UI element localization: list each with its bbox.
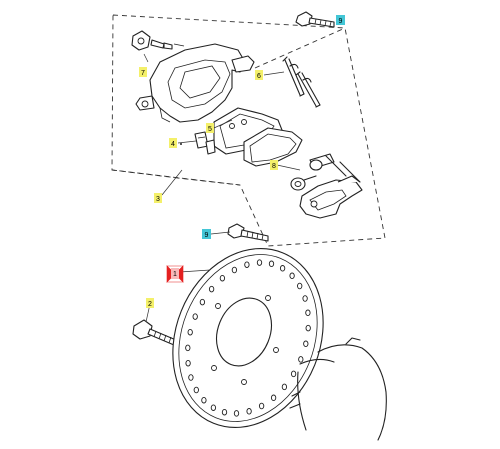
brake-disc — [172, 247, 324, 429]
vent-hole — [221, 408, 228, 416]
svg-text:6: 6 — [257, 73, 261, 80]
vent-hole — [270, 394, 277, 402]
caliper-bracket — [299, 155, 363, 219]
vent-hole — [246, 408, 252, 415]
callout-4: 4 — [169, 138, 182, 148]
vent-hole — [281, 383, 288, 391]
callout-2: 2 — [146, 298, 154, 308]
svg-text:4: 4 — [171, 141, 175, 148]
vent-hole — [303, 340, 309, 348]
svg-text:9: 9 — [205, 232, 209, 239]
caliper-body — [135, 43, 255, 123]
svg-text:7: 7 — [141, 70, 145, 77]
vent-hole — [233, 410, 240, 417]
callout-6: 6 — [255, 70, 263, 80]
vent-hole — [298, 356, 304, 363]
vent-hole — [279, 265, 286, 272]
svg-text:5: 5 — [208, 126, 212, 133]
disc-vent-holes — [185, 259, 311, 417]
vent-hole — [185, 359, 191, 367]
caliper-assembly-boundary — [111, 14, 386, 247]
bolt-top — [295, 11, 335, 28]
callout-8: 8 — [270, 160, 278, 170]
pad-shims — [194, 131, 216, 155]
vent-hole — [258, 402, 265, 410]
callout-1: 1 — [171, 268, 179, 279]
callout-5: 5 — [206, 123, 214, 133]
vent-hole — [210, 404, 217, 411]
callout-3: 3 — [154, 193, 162, 203]
vent-hole — [188, 374, 194, 381]
vent-hole — [289, 272, 295, 280]
callout-9-lower: 9 — [202, 229, 211, 239]
vent-hole — [244, 261, 250, 268]
leader-lines — [143, 19, 345, 323]
svg-text:3: 3 — [156, 196, 160, 203]
vent-hole — [256, 259, 263, 266]
vent-hole — [185, 344, 191, 352]
vent-hole — [192, 313, 198, 320]
vent-hole — [290, 370, 297, 378]
disc-bolt — [132, 319, 177, 346]
wheel-hub — [289, 337, 387, 441]
vent-hole — [268, 260, 275, 268]
vent-hole — [219, 274, 226, 282]
vent-hole — [297, 282, 303, 290]
svg-text:8: 8 — [272, 163, 276, 170]
vent-hole — [305, 309, 311, 317]
svg-text:2: 2 — [148, 301, 152, 308]
vent-hole — [302, 295, 308, 302]
vent-hole — [193, 386, 199, 394]
svg-text:9: 9 — [339, 18, 343, 25]
vent-hole — [208, 285, 215, 293]
svg-text:1: 1 — [173, 271, 177, 278]
brake-pads — [213, 107, 303, 167]
callout-7: 7 — [139, 67, 147, 77]
vent-hole — [231, 266, 238, 274]
vent-hole — [187, 328, 193, 336]
bolt-lower — [227, 223, 269, 242]
vent-hole — [201, 396, 207, 404]
vent-hole — [305, 324, 311, 332]
bleeder-screw — [131, 30, 185, 51]
pad-pin-set — [282, 56, 321, 108]
vent-hole — [199, 298, 206, 306]
callout-9-top: 9 — [336, 15, 345, 25]
